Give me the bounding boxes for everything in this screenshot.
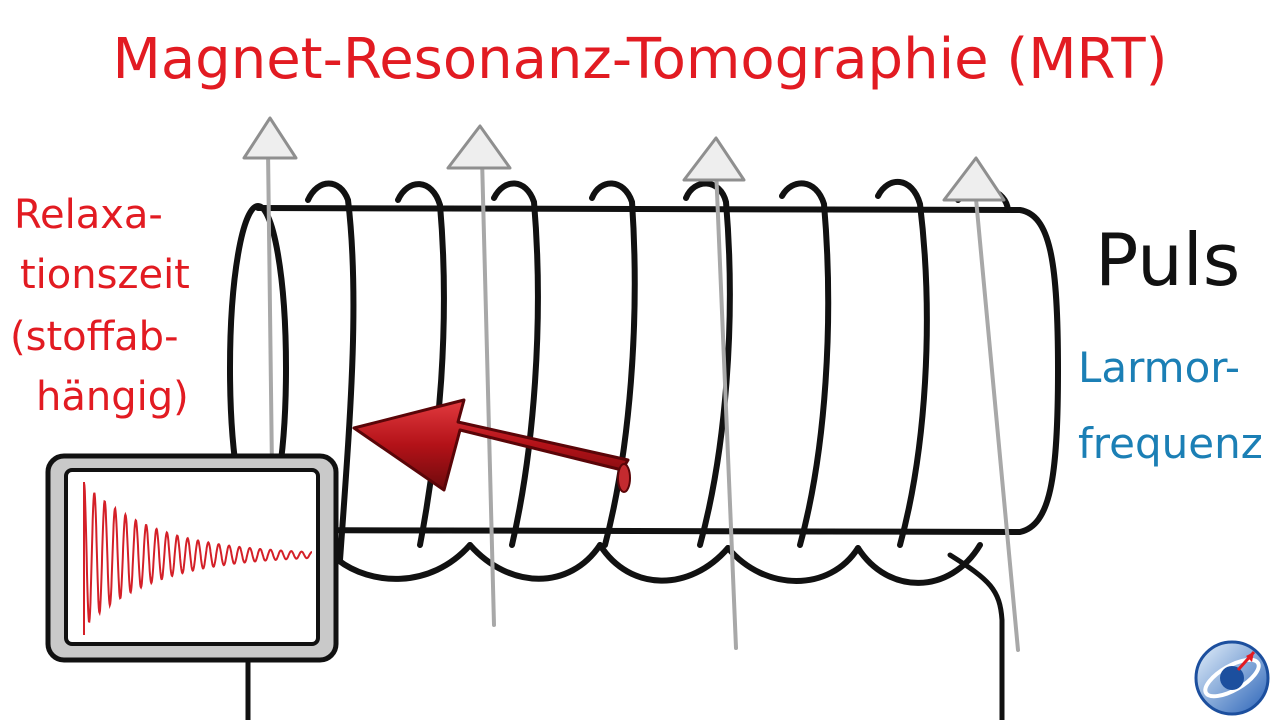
coil-winding-front	[305, 178, 1011, 563]
larmor-line-2: frequenz	[1078, 419, 1263, 468]
coil-winding-back	[335, 542, 983, 586]
spin-arrow-4	[973, 186, 1020, 652]
spin-arrowhead-3	[682, 136, 746, 182]
relaxation-line-3: (stoffab-	[10, 314, 179, 360]
spin-arrowhead-4	[942, 156, 1006, 202]
spin-arrow-1	[266, 148, 274, 472]
spin-arrowheads	[242, 116, 1006, 202]
diagram-title: Magnet-Resonanz-Tomographie (MRT)	[113, 27, 1168, 92]
fid-signal	[83, 482, 313, 623]
spin-arrowhead-2	[446, 124, 512, 170]
larmor-line-1: Larmor-	[1078, 343, 1240, 392]
cable-right	[947, 552, 1005, 720]
spin-arrow-2	[480, 156, 496, 627]
puls-label: Puls	[1095, 218, 1240, 302]
signal-monitor	[45, 453, 339, 663]
spin-arrowhead-1	[242, 116, 298, 160]
relaxation-note: Relaxa- tionszeit (stoffab- hängig)	[10, 192, 190, 420]
monitor-screen	[64, 468, 320, 646]
relaxation-line-4: hängig)	[36, 374, 189, 420]
spin-arrows	[266, 148, 1020, 652]
relaxation-line-1: Relaxa-	[14, 192, 163, 238]
magnetization-arrow	[352, 398, 631, 493]
relaxation-line-2: tionszeit	[20, 252, 190, 298]
larmor-note: Larmor- frequenz	[1078, 343, 1263, 468]
spin-arrow-3	[714, 166, 738, 650]
globe-logo-icon	[1194, 640, 1270, 716]
